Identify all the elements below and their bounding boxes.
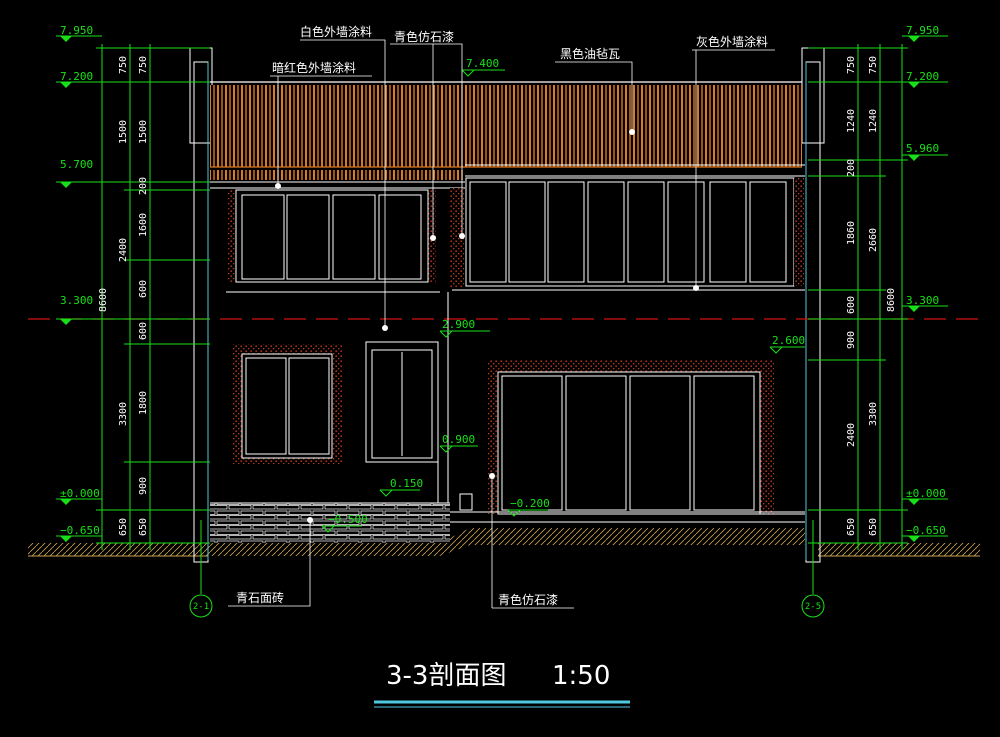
dim-right-total: 8600 bbox=[886, 288, 897, 312]
dim-left-inner-4: 600 bbox=[138, 280, 149, 298]
brick-base bbox=[210, 503, 450, 543]
label-dark-red-paint: 暗红色外墙涂料 bbox=[272, 60, 356, 75]
level-minus-0-200: −0.200 bbox=[510, 497, 550, 510]
level-2-900: 2.900 bbox=[442, 318, 475, 331]
dim-left-inner-7: 900 bbox=[138, 477, 149, 495]
dim-right-inner-3: 1860 bbox=[846, 221, 857, 245]
dim-left-inner-3: 1600 bbox=[138, 213, 149, 237]
level-right-5: −0.650 bbox=[906, 524, 946, 537]
level-7-400: 7.400 bbox=[466, 57, 499, 70]
dim-left-inner-6: 1800 bbox=[138, 391, 149, 415]
dim-left-outer-2: 2400 bbox=[118, 238, 129, 262]
axis-label-2-5: 2-5 bbox=[805, 602, 821, 612]
dim-left-outer-3: 3300 bbox=[118, 402, 129, 426]
level-left-2: 5.700 bbox=[60, 158, 93, 171]
axis-markers bbox=[189, 520, 825, 618]
drawing-scale: 1:50 bbox=[552, 661, 610, 691]
dim-left-outer-0: 750 bbox=[118, 56, 129, 74]
level-left-5: −0.650 bbox=[60, 524, 100, 537]
dim-right-outer-3: 3300 bbox=[868, 402, 879, 426]
dim-right-inner-4: 600 bbox=[846, 296, 857, 314]
label-white-paint: 白色外墙涂料 bbox=[300, 24, 372, 39]
level-0-900: 0.900 bbox=[442, 433, 475, 446]
level-right-3: 3.300 bbox=[906, 294, 939, 307]
dim-left-inner-1: 1500 bbox=[138, 120, 149, 144]
level-0-150: 0.150 bbox=[390, 477, 423, 490]
drawing-title: 3-3剖面图 bbox=[386, 661, 506, 691]
label-green-stone-top: 青色仿石漆 bbox=[394, 30, 454, 44]
level-left-3: 3.300 bbox=[60, 294, 93, 307]
dim-left-inner-2: 200 bbox=[138, 177, 149, 195]
level-minus-0-500: −0.500 bbox=[328, 513, 368, 526]
axis-label-2-1: 2-1 bbox=[193, 602, 209, 612]
dimension-right bbox=[808, 35, 948, 550]
dim-right-inner-5: 900 bbox=[846, 331, 857, 349]
dim-right-inner-1: 1240 bbox=[846, 109, 857, 133]
roof-tiles bbox=[210, 85, 802, 167]
level-right-1: 7.200 bbox=[906, 70, 939, 83]
level-right-4: ±0.000 bbox=[906, 487, 946, 500]
dim-left-inner-8: 650 bbox=[138, 518, 149, 536]
ground bbox=[28, 528, 980, 557]
level-left-4: ±0.000 bbox=[60, 487, 100, 500]
dim-right-outer-1: 1240 bbox=[868, 109, 879, 133]
dim-right-outer-0: 750 bbox=[868, 56, 879, 74]
label-green-stone-bottom: 青色仿石漆 bbox=[498, 593, 558, 607]
leader-lines bbox=[228, 39, 775, 609]
dim-right-inner-6: 2400 bbox=[846, 423, 857, 447]
dim-left-total: 8600 bbox=[98, 288, 109, 312]
dim-left-outer-4: 650 bbox=[118, 518, 129, 536]
building bbox=[28, 47, 980, 563]
level-right-0: 7.950 bbox=[906, 24, 939, 37]
dim-left-inner-5: 600 bbox=[138, 322, 149, 340]
dim-right-inner-7: 650 bbox=[846, 518, 857, 536]
dim-right-inner-2: 200 bbox=[846, 159, 857, 177]
dimension-left bbox=[56, 35, 210, 550]
dim-left-outer-1: 1500 bbox=[118, 120, 129, 144]
level-right-2: 5.960 bbox=[906, 142, 939, 155]
label-gray-paint: 灰色外墙涂料 bbox=[696, 34, 768, 49]
label-bluestone-brick: 青石面砖 bbox=[236, 590, 284, 605]
level-left-0: 7.950 bbox=[60, 24, 93, 37]
dim-right-outer-2: 2660 bbox=[868, 228, 879, 252]
level-2-600: 2.600 bbox=[772, 334, 805, 347]
label-black-felt-tile: 黑色油毡瓦 bbox=[560, 47, 620, 61]
dim-left-inner-0: 750 bbox=[138, 56, 149, 74]
dim-right-outer-4: 650 bbox=[868, 518, 879, 536]
dim-right-inner-0: 750 bbox=[846, 56, 857, 74]
level-left-1: 7.200 bbox=[60, 70, 93, 83]
